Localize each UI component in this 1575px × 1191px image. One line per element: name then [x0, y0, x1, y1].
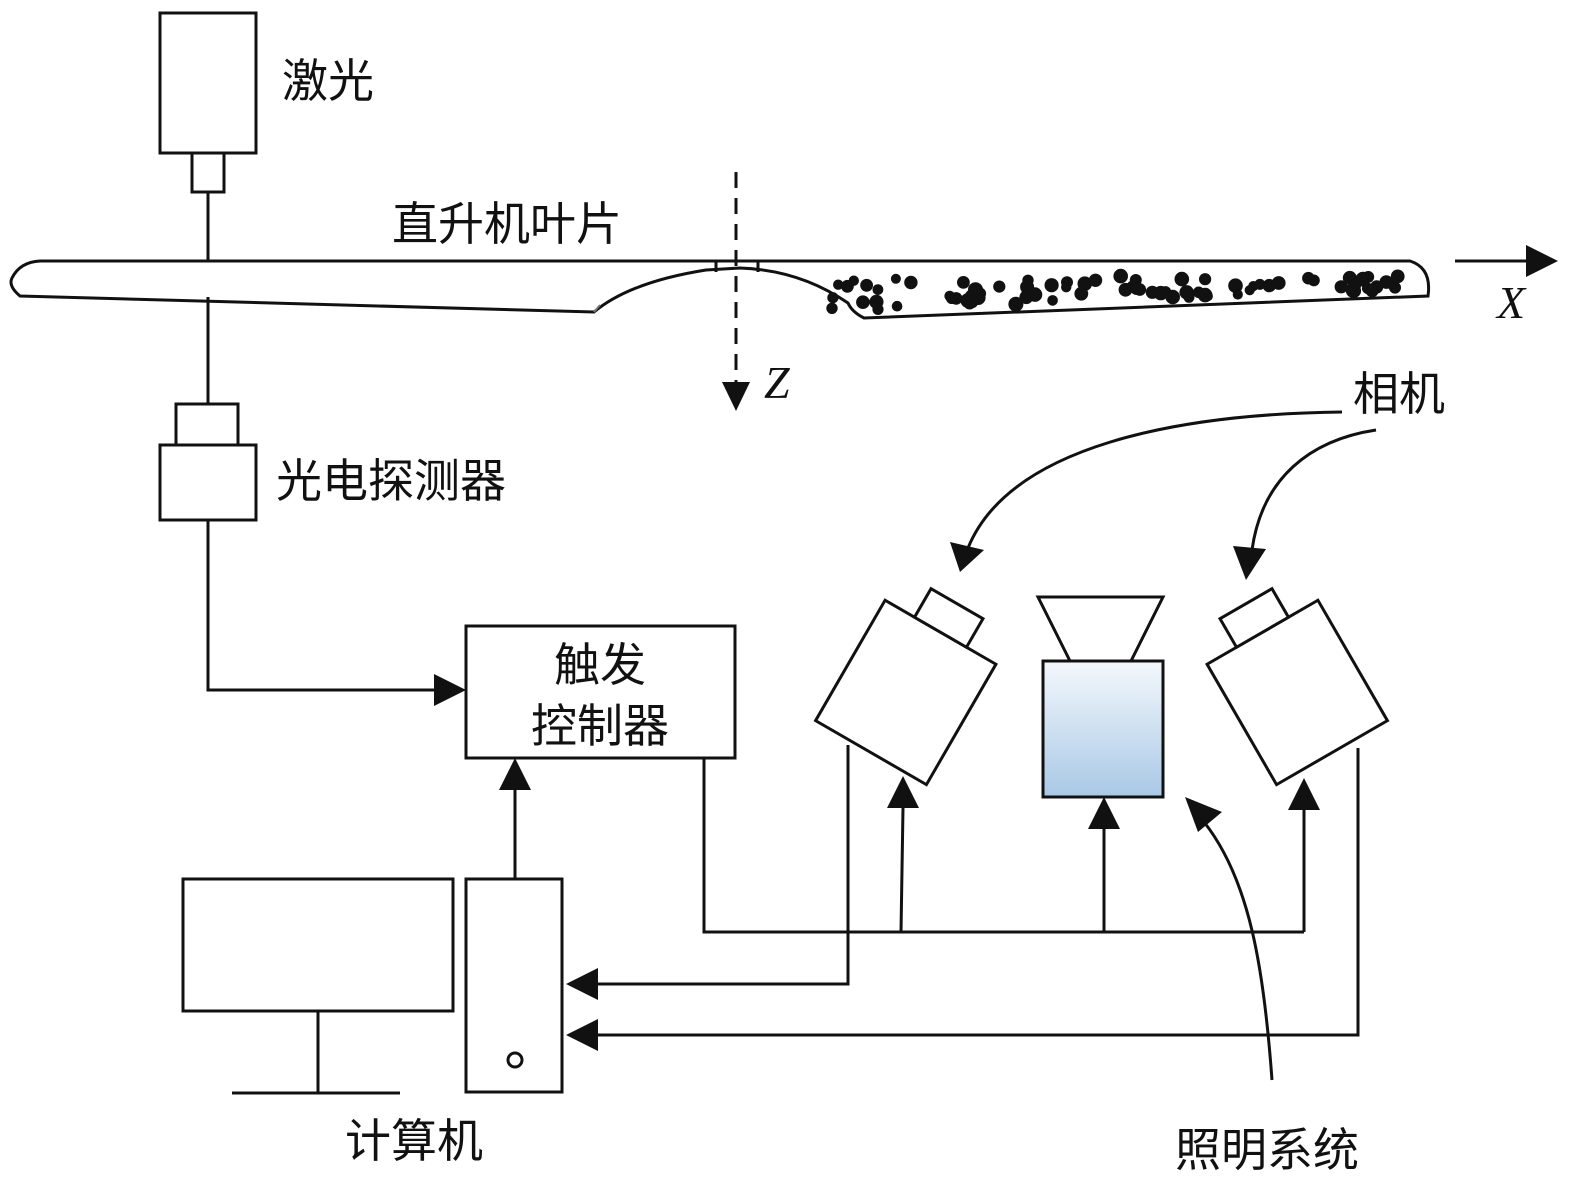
speckle-dot: [856, 295, 870, 310]
speckle-dot: [1183, 291, 1195, 303]
speckle-dot: [1349, 279, 1362, 292]
z-axis-arrowhead: [722, 382, 750, 411]
speckle-dot: [1254, 278, 1266, 290]
computer-to-trigger-arrowhead: [499, 758, 531, 790]
speckle-dot: [960, 293, 976, 308]
camera-label: 相机: [1353, 367, 1445, 421]
speckle-dot: [891, 300, 903, 312]
speckle-dot: [890, 273, 901, 284]
speckle-dot: [1302, 271, 1315, 285]
blade-cutout-edge: [593, 304, 601, 313]
camera-pointer-right-arrowhead: [1233, 546, 1266, 580]
camera-pointer-right: [1250, 428, 1377, 551]
laser-unit: [158, 11, 258, 194]
computer-monitor: [181, 877, 455, 1013]
speckle-dot: [1074, 286, 1089, 301]
bus-to-left-camera: [899, 807, 905, 933]
lighting-reflector: [1035, 595, 1166, 663]
speckle-dot: [1159, 286, 1172, 298]
speckle-dot: [1390, 269, 1405, 284]
bus-to-lighting-arrowhead: [1088, 797, 1120, 829]
speckle-dot: [827, 292, 839, 304]
speckle-dot: [1118, 282, 1133, 297]
speckle-dot: [1271, 276, 1286, 290]
speckle-pattern: [826, 268, 1405, 315]
photodetector: [158, 402, 258, 522]
photodetector-lens: [174, 402, 240, 447]
speckle-dot: [1197, 287, 1213, 303]
bus-to-left-camera-arrowhead: [887, 776, 919, 808]
blade-label: 直升机叶片: [392, 197, 622, 251]
speckle-dot: [1047, 295, 1058, 306]
x-axis-label: X: [1495, 277, 1527, 328]
camera-pointer-left: [966, 410, 1343, 549]
lighting-label: 照明系统: [1175, 1123, 1359, 1177]
speckle-dot: [957, 276, 970, 289]
speckle-dot: [968, 282, 983, 298]
lighting-unit: [1035, 595, 1166, 799]
lighting-pointer-arrowhead: [1185, 797, 1222, 832]
speckle-dot: [1334, 280, 1348, 294]
right-camera-lens: [1217, 586, 1291, 650]
right-camera-to-computer-arrowhead: [566, 1019, 598, 1051]
helicopter-blade: [9, 259, 1431, 320]
computer: [181, 877, 564, 1095]
bus-to-right-camera-arrowhead: [1288, 778, 1320, 810]
speckle-dot: [848, 275, 859, 286]
speckle-dot: [1088, 273, 1103, 287]
speckle-dot: [1020, 280, 1035, 294]
speckle-dot: [993, 280, 1006, 293]
speckle-dot: [1133, 283, 1147, 296]
z-axis-label: Z: [764, 357, 790, 408]
computer-label: 计算机: [345, 1114, 483, 1168]
speckle-dot: [1365, 283, 1379, 298]
speckle-dot: [1113, 268, 1128, 284]
trigger-controller: [464, 624, 737, 760]
left-camera-to-computer-arrowhead: [566, 968, 598, 1000]
photodetector-body: [158, 443, 258, 522]
speckle-dot: [1061, 282, 1072, 293]
laser-label: 激光: [282, 54, 374, 108]
computer-power-button: [506, 1051, 524, 1069]
speckle-dot: [826, 302, 838, 314]
speckle-dot: [860, 278, 873, 292]
right-camera-to-computer-line: [598, 748, 1360, 1037]
speckle-dot: [833, 279, 844, 290]
trigger-label-line2: 控制器: [531, 699, 669, 753]
laser-nozzle: [190, 151, 226, 194]
speckle-dot: [1228, 278, 1243, 294]
left-camera-lens: [912, 586, 986, 650]
detector-to-trigger-arrowhead: [434, 674, 466, 706]
lighting-panel: [1041, 659, 1165, 799]
trigger-bus-line: [702, 758, 1304, 934]
detector-to-trigger-line: [206, 520, 440, 692]
speckle-dot: [1008, 296, 1024, 312]
speckle-dot: [869, 294, 884, 309]
speckle-dot: [1174, 271, 1190, 287]
left-camera-to-computer-line: [598, 745, 850, 986]
laser-body: [158, 11, 258, 155]
right-camera: [1205, 586, 1390, 787]
speckle-dot: [1044, 278, 1059, 293]
lighting-pointer: [1202, 821, 1274, 1081]
camera-pointer-left-arrowhead: [950, 542, 984, 572]
speckle-dot: [1232, 289, 1243, 300]
x-axis-arrowhead: [1526, 245, 1558, 277]
speckle-dot: [945, 292, 958, 304]
left-camera: [813, 586, 998, 787]
trigger-label-line1: 触发: [554, 638, 646, 692]
speckle-dot: [904, 275, 918, 290]
speckle-dot: [1199, 273, 1212, 286]
speckle-dot: [872, 284, 884, 295]
photodetector-label: 光电探测器: [276, 454, 506, 508]
